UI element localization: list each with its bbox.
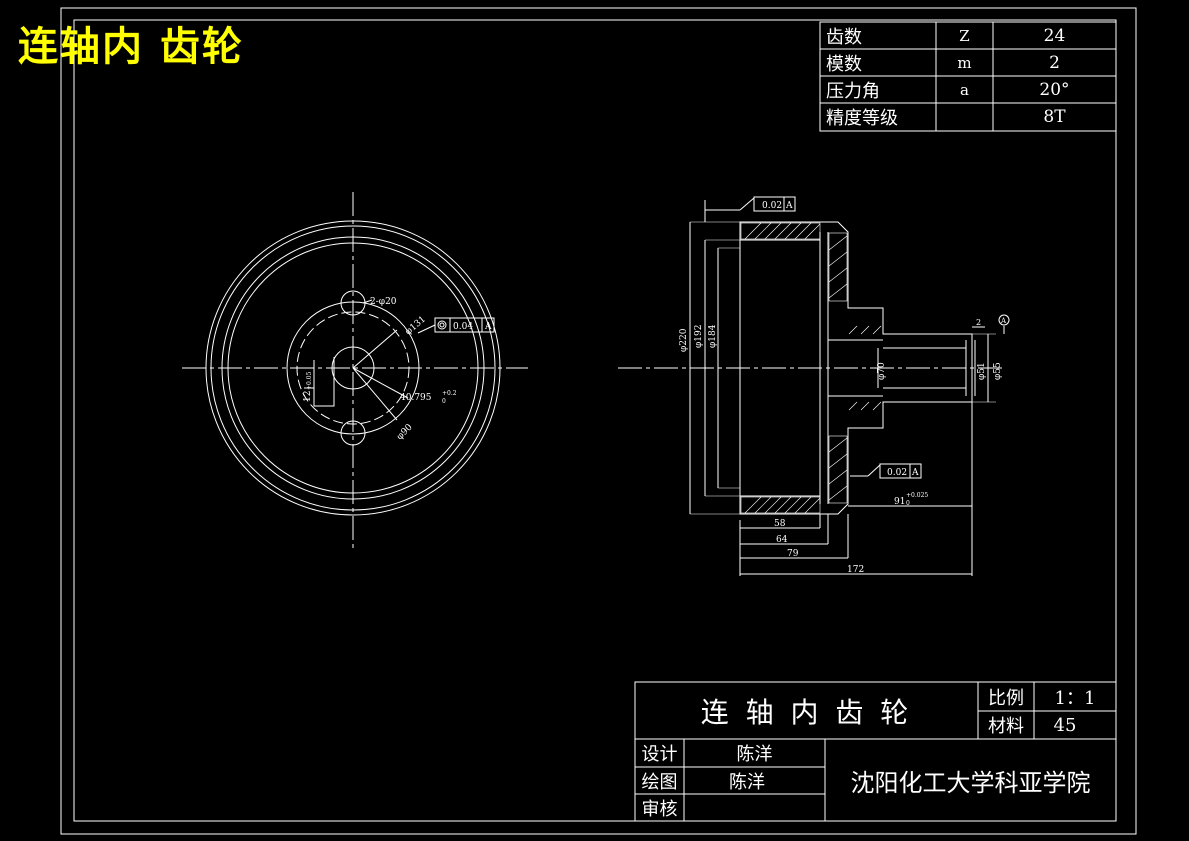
school-name: 沈阳化工大学科亚学院 bbox=[850, 768, 1091, 797]
side-dim-172: 172 bbox=[847, 565, 864, 575]
material-label: 材料 bbox=[988, 716, 1024, 737]
gear-table-value: 8T bbox=[1043, 107, 1066, 127]
side-tol-mid: 0.02 bbox=[887, 468, 907, 478]
gear-table-grid bbox=[819, 21, 1117, 132]
front-key-tol-label: +0.05 bbox=[306, 371, 313, 390]
side-dim-2: 2 bbox=[976, 318, 981, 327]
side-tol-top-datum: A bbox=[785, 201, 793, 211]
design-value: 陈洋 bbox=[736, 744, 773, 765]
gear-table-label: 模数 bbox=[826, 53, 862, 75]
hatching bbox=[744, 222, 882, 514]
side-dim-64: 64 bbox=[776, 535, 788, 545]
gear-table-label: 齿数 bbox=[826, 26, 862, 48]
outer-frame bbox=[60, 7, 1137, 835]
material-value: 45 bbox=[1053, 714, 1077, 736]
side-view bbox=[618, 196, 1010, 576]
front-tolerance-value: 0.04 bbox=[453, 322, 473, 332]
gear-table-value: 24 bbox=[1043, 25, 1066, 46]
gear-table-symbol bbox=[936, 103, 993, 131]
scale-label: 比例 bbox=[988, 687, 1024, 709]
side-d220-label: φ220 bbox=[679, 328, 689, 352]
gear-table-value: 20° bbox=[1039, 79, 1070, 100]
drawing-value: 陈洋 bbox=[729, 771, 765, 793]
front-holes-label: 2-φ20 bbox=[370, 297, 397, 307]
front-key-width-label: 12 bbox=[303, 391, 313, 402]
gear-table-value: 2 bbox=[1049, 52, 1060, 73]
side-dim-58: 58 bbox=[774, 519, 786, 529]
front-keyway-tol2: 0 bbox=[442, 398, 446, 405]
front-view bbox=[182, 192, 528, 548]
side-dim-91-tol2: 0 bbox=[906, 500, 910, 507]
front-bolt-circle-label: φ90 bbox=[395, 422, 415, 442]
scale-value: 1：1 bbox=[1054, 687, 1096, 709]
gear-table-label: 压力角 bbox=[826, 80, 880, 102]
gear-table-symbol: m bbox=[957, 53, 972, 72]
side-d55-label: φ55 bbox=[993, 362, 1003, 380]
title-block-grid bbox=[634, 681, 1117, 822]
side-tol-mid-datum: A bbox=[911, 468, 919, 478]
gear-table-symbol: Z bbox=[959, 26, 970, 45]
side-datum-marker: A bbox=[1000, 317, 1007, 325]
side-d51-label: φ51 bbox=[977, 362, 987, 380]
side-d192-label: φ192 bbox=[694, 325, 704, 348]
part-name: 连 轴 内 齿 轮 bbox=[700, 695, 913, 729]
side-d70-label: φ70 bbox=[877, 362, 887, 380]
drawing-title: 连轴内 齿轮 bbox=[18, 24, 244, 70]
front-keyway-label: 40.795 bbox=[400, 393, 432, 403]
front-keyway-tol: +0.2 bbox=[442, 390, 457, 397]
gear-table-label: 精度等级 bbox=[826, 108, 898, 129]
gear-table-symbol: a bbox=[960, 80, 969, 99]
drawing-label: 绘图 bbox=[641, 771, 678, 793]
side-d184-label: φ184 bbox=[708, 324, 718, 348]
front-datum-label: A bbox=[484, 322, 492, 332]
design-label: 设计 bbox=[641, 744, 678, 765]
side-tol-top: 0.02 bbox=[762, 201, 782, 211]
inner-frame bbox=[73, 19, 1117, 822]
side-dim-79: 79 bbox=[787, 549, 799, 559]
review-value bbox=[684, 794, 825, 821]
front-pcd-label: φ131 bbox=[404, 315, 428, 338]
review-label: 审核 bbox=[641, 798, 678, 820]
side-dim-91: 91 bbox=[894, 497, 905, 507]
side-dim-91-tol: +0.025 bbox=[906, 492, 928, 499]
